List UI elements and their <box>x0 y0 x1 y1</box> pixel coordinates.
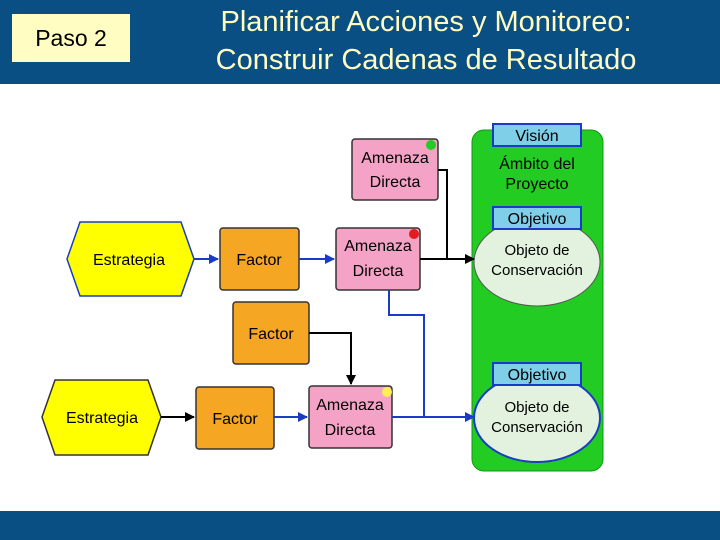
objective-label-2: Objetivo <box>508 367 567 384</box>
target-1-line2: Conservación <box>491 262 583 279</box>
status-dot-red <box>409 229 419 239</box>
step-label: Paso 2 <box>11 13 131 63</box>
factor-2-label: Factor <box>212 411 258 428</box>
title-line-1: Planificar Acciones y Monitoreo: <box>220 6 632 38</box>
strategy-1-hexagon <box>66 221 195 297</box>
strategy-1-label: Estrategia <box>93 252 165 269</box>
threat-2-line1: Amenaza <box>316 397 384 414</box>
vision-box <box>492 123 582 147</box>
strategy-2-label: Estrategia <box>66 410 138 427</box>
arrow-middlefactor-threat2 <box>309 332 356 385</box>
target-1-line1: Objeto de <box>504 242 569 259</box>
target-2-line1: Objeto de <box>504 399 569 416</box>
conservation-target-2 <box>473 373 601 463</box>
threat-1-line1: Amenaza <box>344 238 412 255</box>
scope-text-line1: Ámbito del <box>499 154 575 173</box>
objective-box-2 <box>492 362 582 386</box>
vision-label: Visión <box>515 128 558 145</box>
threat-2-line2: Directa <box>325 422 376 439</box>
top-threat-line1: Amenaza <box>361 150 429 167</box>
strategy-2-hexagon <box>41 379 162 456</box>
scope-text-line2: Proyecto <box>505 176 568 193</box>
status-dot-yellow <box>382 387 392 397</box>
factor-middle-label: Factor <box>248 326 294 343</box>
arrow-topthreat-target1 <box>438 169 448 259</box>
status-dot-green <box>426 140 436 150</box>
objective-box-1 <box>492 206 582 230</box>
page-title: Planificar Acciones y Monitoreo: Constru… <box>132 3 720 79</box>
top-threat-line2: Directa <box>370 174 421 191</box>
threat-1-line2: Directa <box>353 263 404 280</box>
footer-bar <box>0 511 720 540</box>
target-2-line2: Conservación <box>491 419 583 436</box>
connector-threat1-target2 <box>388 290 425 417</box>
title-line-2: Construir Cadenas de Resultado <box>215 44 637 76</box>
factor-1-label: Factor <box>236 252 282 269</box>
objective-label-1: Objetivo <box>508 211 567 228</box>
